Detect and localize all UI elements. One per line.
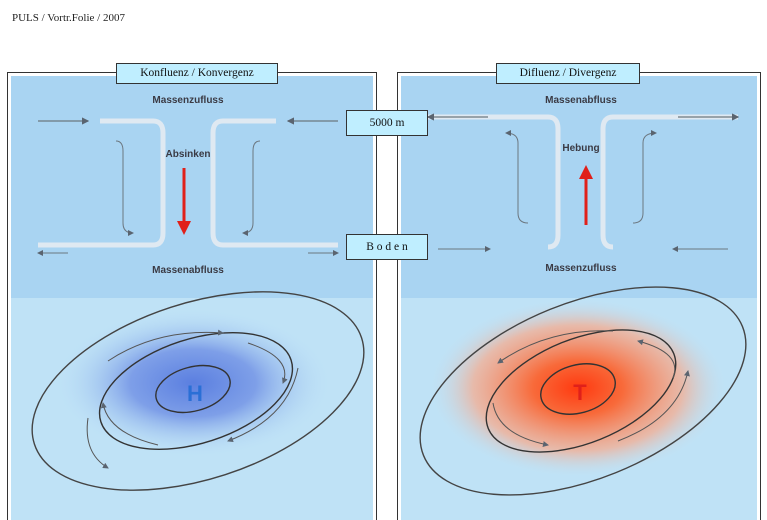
right-panel-divergence: Massenabfluss Hebung Massenzufluss T Dif… <box>397 63 761 520</box>
left-bottom-label: Massenabfluss <box>152 265 224 276</box>
upper-level-label: 5000 m <box>346 110 428 136</box>
right-middle-label: Hebung <box>562 143 599 154</box>
right-bottom-label: Massenzufluss <box>545 263 617 274</box>
high-pressure-letter: H <box>187 381 203 406</box>
ground-level-label: B o d e n <box>346 234 428 260</box>
page-header: PULS / Vortr.Folie / 2007 <box>12 12 125 24</box>
left-panel-title: Konfluenz / Konvergenz <box>116 63 278 84</box>
left-panel-convergence: Massenzufluss Absinken Massenabfluss H K… <box>7 63 377 520</box>
right-top-label: Massenabfluss <box>545 95 617 106</box>
low-pressure-letter: T <box>573 380 587 405</box>
left-middle-label: Absinken <box>165 149 210 160</box>
up-arrowhead-icon <box>579 165 593 179</box>
right-panel-title: Difluenz / Divergenz <box>496 63 640 84</box>
left-top-label: Massenzufluss <box>152 95 224 106</box>
down-arrowhead-icon <box>177 221 191 235</box>
